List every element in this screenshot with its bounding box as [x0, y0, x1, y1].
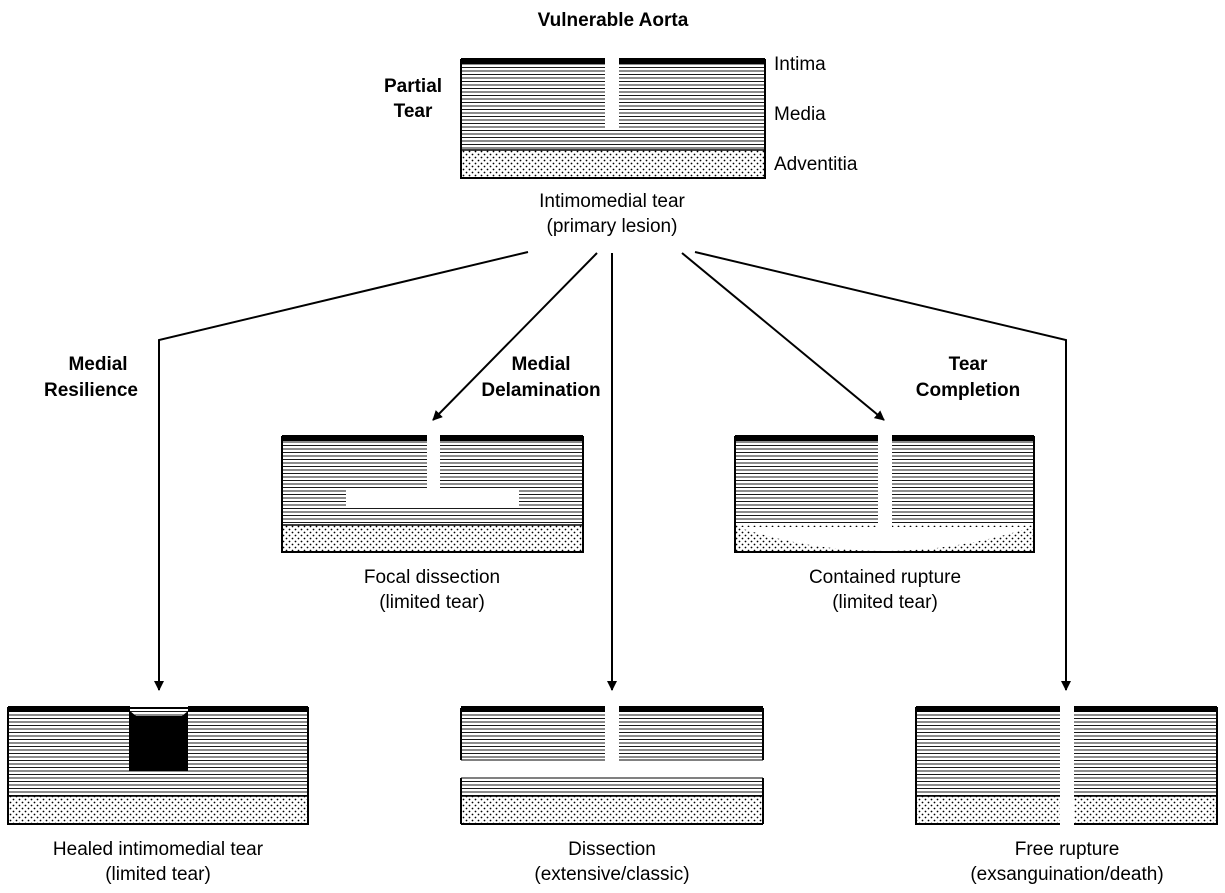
panel-contained-rupture	[734, 433, 1035, 553]
pathway-tear-completion-1: Tear	[949, 354, 988, 375]
panel-healed-tear	[7, 706, 309, 825]
primary-lesion-caption-1: Intimomedial tear	[539, 191, 685, 212]
panel-dissection	[460, 704, 764, 825]
healed-tear-caption-1: Healed intimomedial tear	[53, 839, 264, 860]
dissection-caption-1: Dissection	[568, 839, 656, 860]
focal-dissection-caption-2: (limited tear)	[379, 592, 485, 613]
free-rupture-caption-1: Free rupture	[1015, 839, 1120, 860]
dissection-caption-2: (extensive/classic)	[534, 864, 689, 885]
arrow-to-contained-rupture	[681, 252, 885, 421]
layer-label-media: Media	[774, 104, 826, 125]
arrow-to-free-rupture	[694, 251, 1071, 691]
partial-tear-label-2: Tear	[394, 101, 433, 122]
focal-dissection-caption-1: Focal dissection	[364, 567, 500, 588]
layer-label-intima: Intima	[774, 54, 826, 75]
pathway-medial-delamination-1: Medial	[511, 354, 570, 375]
pathway-medial-resilience-1: Medial	[68, 354, 127, 375]
contained-rupture-caption-2: (limited tear)	[832, 592, 938, 613]
diagram-title: Vulnerable Aorta	[538, 10, 689, 31]
arrow-to-healed-tear	[154, 251, 529, 691]
panel-free-rupture	[915, 704, 1218, 826]
primary-lesion-caption-2: (primary lesion)	[547, 216, 678, 237]
pathway-tear-completion-2: Completion	[916, 380, 1021, 401]
layer-label-adventitia: Adventitia	[774, 154, 858, 175]
pathway-arrows	[154, 251, 1071, 691]
partial-tear-label-1: Partial	[384, 76, 442, 97]
top-panel-primary-lesion	[460, 56, 766, 179]
pathway-medial-resilience-2: Resilience	[44, 380, 138, 401]
panel-focal-dissection	[281, 433, 584, 553]
contained-rupture-caption-1: Contained rupture	[809, 567, 961, 588]
pathway-medial-delamination-2: Delamination	[481, 380, 600, 401]
arrow-to-focal-dissection	[432, 252, 598, 421]
free-rupture-caption-2: (exsanguination/death)	[970, 864, 1163, 885]
healed-tear-caption-2: (limited tear)	[105, 864, 211, 885]
